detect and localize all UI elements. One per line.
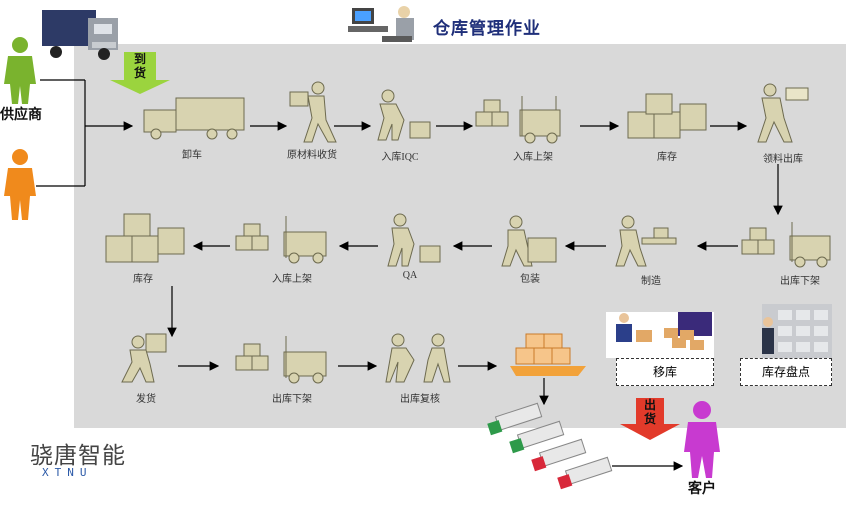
step-outbound-pick-2: 出库下架 [272,394,312,405]
step-pack: 包装 [520,274,540,285]
customer-label: 客户 [688,481,716,497]
step-putaway: 入库上架 [513,152,553,163]
arrive-tag-label: 到货 [133,52,146,80]
step-recheck: 出库复核 [400,394,440,405]
step-manufacture: 制造 [641,276,661,287]
putaway-forklift-2-icon [235,216,327,264]
step-putaway-2: 入库上架 [272,274,312,285]
packing-icon [501,215,557,267]
shipping-worker-icon [121,333,167,383]
outbound-forklift-icon [741,222,831,268]
putaway-forklift-icon [475,96,561,144]
step-inventory: 库存 [657,152,677,163]
outbound-recheck-icon [385,333,451,383]
delivery-truck-icon [42,10,118,60]
step-inventory-2: 库存 [133,274,153,285]
ship-tag-label: 出货 [643,398,656,426]
supplier-orange-figure [4,149,36,220]
qa-icon [387,213,441,267]
stock-count-image [762,304,832,358]
manufacturing-icon [615,215,677,267]
receiving-worker-icon [289,81,337,143]
pallet-boxes-icon [510,333,586,376]
inventory-boxes-2-icon [105,213,185,263]
customer-figure [684,401,720,478]
ship-tag [620,398,680,440]
unload-truck-icon [143,97,245,140]
material-issue-worker-icon [757,83,809,143]
operator-desk-icon [348,6,414,42]
truck-convoy-icon [487,402,613,490]
arrive-tag [110,52,170,94]
brand-name: 骁唐智能 [30,443,126,469]
step-outbound-pick: 出库下架 [780,276,820,287]
step-iqc: 入库IQC [381,152,419,163]
supplier-green-figure [4,37,36,104]
page-title: 仓库管理作业 [433,19,541,39]
supplier-label: 供应商 [0,107,42,123]
step-ship: 发货 [136,394,156,405]
stock-count-box: 库存盘点 [740,358,832,386]
step-unload: 卸车 [182,150,202,161]
brand-logo-sub: XTNU [42,466,93,479]
move-warehouse-box: 移库 [616,358,714,386]
step-qa: QA [402,270,418,281]
move-warehouse-image [606,312,714,358]
inventory-boxes-icon [627,93,707,139]
iqc-inspection-icon [377,89,431,141]
outbound-forklift-2-icon [235,336,327,384]
step-issue: 领料出库 [763,154,803,165]
step-receive: 原材料收货 [287,150,337,161]
